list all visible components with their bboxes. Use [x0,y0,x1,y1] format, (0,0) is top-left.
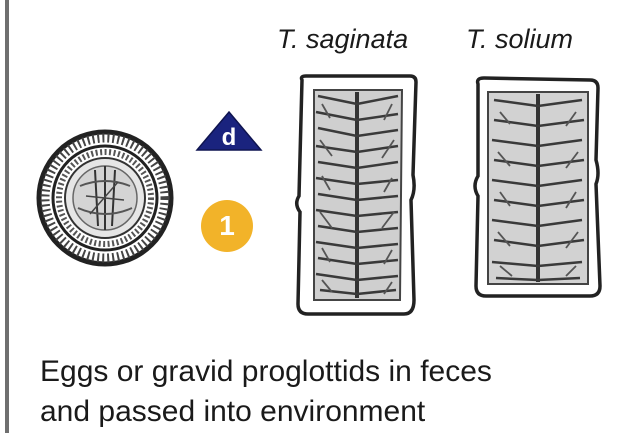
circle-marker-label: 1 [212,210,242,242]
triangle-marker-label: d [214,124,244,152]
caption-line-1: Eggs or gravid proglottids in feces [40,352,492,392]
species-label-solium: T. solium [466,24,573,55]
stage-caption: Eggs or gravid proglottids in feces and … [40,352,492,432]
taenia-egg [39,132,171,264]
species-label-saginata: T. saginata [277,24,408,55]
caption-line-2: and passed into environment [40,392,492,432]
solium-proglottid [475,78,600,296]
saginata-proglottid [297,76,416,314]
